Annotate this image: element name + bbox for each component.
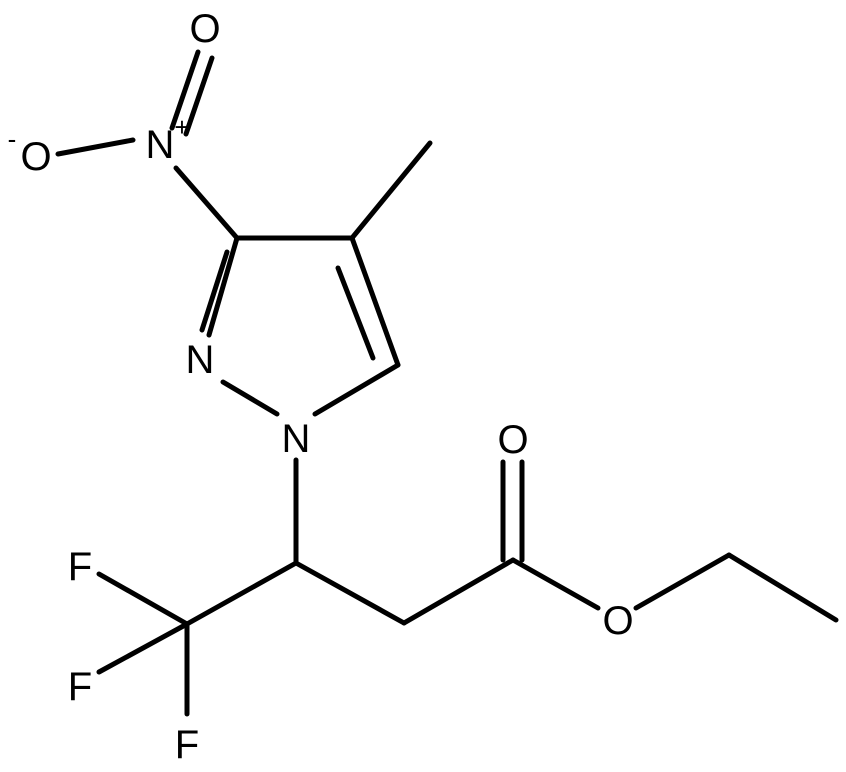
bond-n1-n2 — [220, 379, 280, 417]
charge-plus-label: + — [174, 112, 189, 142]
atom-o-ester-label: O — [602, 599, 633, 643]
charge-minus-label: - — [8, 124, 17, 154]
bond-c3chain-cf3 — [184, 560, 299, 627]
atom-o-minus-label: O — [20, 135, 51, 179]
atom-f1-label: F — [68, 545, 92, 589]
bond-cf3-f2 — [96, 621, 190, 675]
atom-n-nitro-label: N — [146, 123, 175, 167]
bond-c4-c5-inner — [335, 265, 376, 361]
bond-c3chain-c2 — [293, 560, 407, 626]
bond-c4-c5 — [349, 235, 401, 368]
bond-n2-c3-inner — [199, 249, 230, 333]
bond-nitro-o-double-b — [183, 55, 215, 137]
bond-c5-n1 — [312, 362, 401, 417]
bond-cf3-f1 — [96, 571, 190, 627]
atom-f2-label: F — [68, 665, 92, 709]
bond-nitro-c3 — [173, 165, 240, 241]
bond-c2-c1 — [401, 557, 516, 626]
atom-f3-label: F — [175, 723, 199, 767]
atom-o-nitro-label: O — [189, 7, 220, 51]
bond-o-ethyl-ch2 — [633, 552, 732, 611]
atom-n1-label: N — [282, 417, 311, 461]
bond-c1-o-ester — [510, 557, 601, 611]
bond-c4-methyl — [349, 140, 433, 241]
bond-ethyl-ch2-ch3 — [726, 552, 839, 623]
bond-n2-c3 — [206, 235, 240, 338]
bond-nitro-o-double-a — [169, 49, 201, 131]
atom-o-carbonyl-label: O — [497, 418, 528, 462]
atom-n2-label: N — [186, 338, 215, 382]
bond-nitro-o-minus — [55, 137, 136, 157]
